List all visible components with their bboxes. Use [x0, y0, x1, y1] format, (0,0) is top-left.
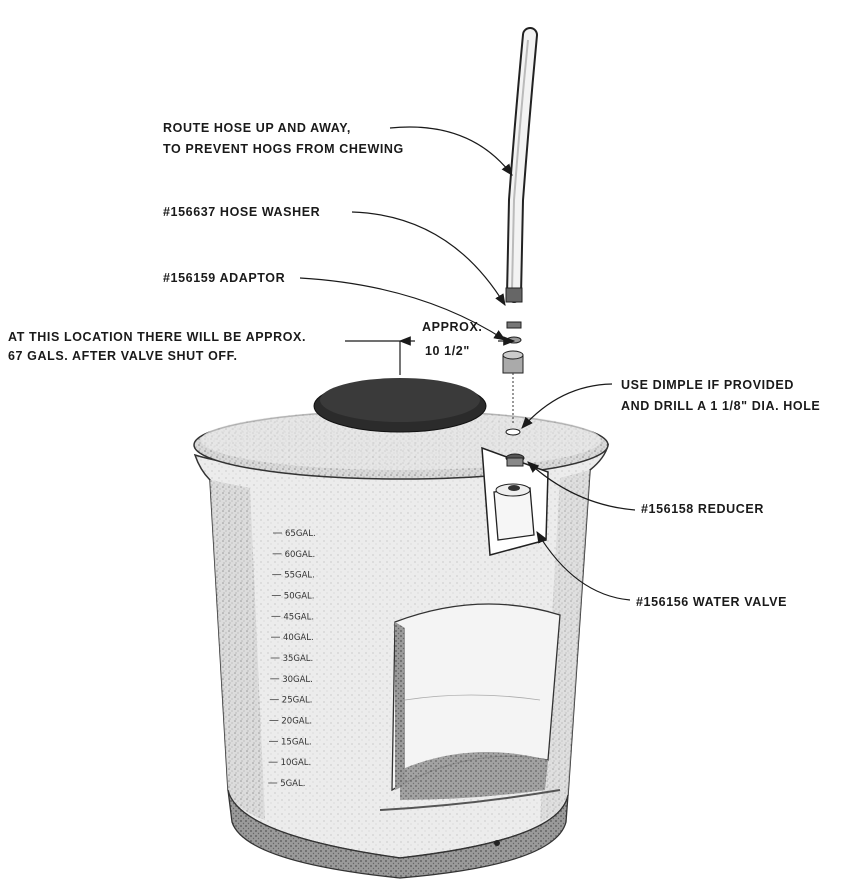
gallon-mark-label: 25GAL.: [282, 696, 313, 706]
tank-base-ring: [227, 789, 569, 879]
gallon-mark-label: 50GAL.: [284, 592, 315, 602]
gallon-mark-label: 65GAL.: [285, 529, 316, 539]
gallon-scale: 65GAL. 60GAL. 55GAL. 50GAL. 45GAL. 40GAL. 35GA…: [268, 529, 316, 789]
hose: [505, 27, 538, 303]
location-label-1: AT THIS LOCATION THERE WILL BE APPROX.: [8, 330, 307, 344]
route-hose-label-2: TO PREVENT HOGS FROM CHEWING: [163, 142, 404, 156]
gallon-mark-label: 5GAL.: [280, 779, 305, 789]
tank-lid: [193, 378, 609, 480]
approx-label-1: APPROX.: [422, 320, 483, 334]
gallon-mark-label: 60GAL.: [285, 550, 316, 560]
gallon-mark-label: 45GAL.: [283, 612, 314, 622]
adaptor-label: #156159 ADAPTOR: [163, 271, 286, 285]
dimple-label-1: USE DIMPLE IF PROVIDED: [621, 378, 794, 392]
fittings: [502, 321, 524, 425]
gallon-mark-label: 55GAL.: [284, 571, 315, 581]
water-valve-assembly: [481, 446, 549, 556]
hose-washer-part: [506, 321, 522, 329]
gallon-mark-label: 15GAL.: [281, 737, 312, 747]
cutaway-window: [391, 603, 561, 800]
route-hose-label-1: ROUTE HOSE UP AND AWAY,: [163, 121, 351, 135]
hose-washer-label: #156637 HOSE WASHER: [163, 205, 321, 219]
dimple-label-2: AND DRILL A 1 1/8" DIA. HOLE: [621, 399, 821, 413]
approx-label-2: 10 1/2": [425, 344, 470, 358]
leader-lines: [299, 126, 636, 601]
water-valve-label: #156156 WATER VALVE: [636, 595, 788, 609]
location-label-2: 67 GALS. AFTER VALVE SHUT OFF.: [8, 349, 238, 363]
gallon-mark-label: 10GAL.: [281, 758, 312, 768]
gallon-mark-label: 40GAL.: [283, 633, 314, 643]
gallon-mark-label: 35GAL.: [283, 654, 314, 664]
drilled-hole: [505, 428, 521, 436]
gallon-mark-label: 20GAL.: [281, 717, 312, 727]
gallon-mark-label: 30GAL.: [282, 675, 313, 685]
reducer-label: #156158 REDUCER: [641, 502, 764, 516]
